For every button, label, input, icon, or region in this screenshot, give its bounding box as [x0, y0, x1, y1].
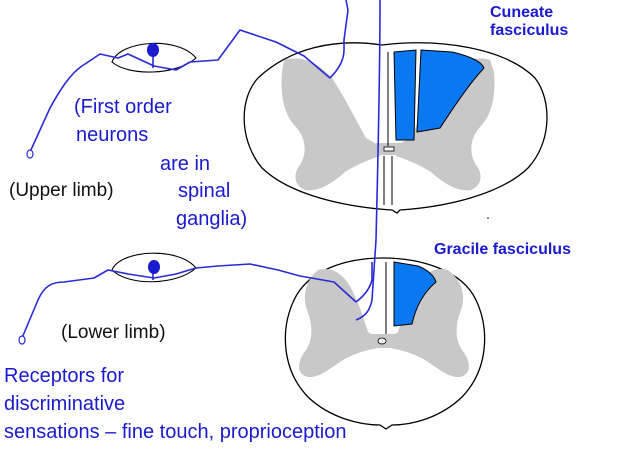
- upper-limb-label: (Upper limb): [9, 180, 114, 202]
- lower-cell-body: [148, 260, 160, 274]
- receptors-line2: discriminative: [4, 393, 125, 416]
- gracile-label: Gracile fasciculus: [434, 241, 571, 259]
- upper-gracile-tract: [394, 50, 416, 140]
- first-order-line1: (First order: [74, 96, 172, 119]
- first-order-line5: ganglia): [176, 208, 247, 231]
- receptors-line1: Receptors for: [4, 365, 124, 388]
- lower-receptor-ending: [19, 336, 25, 344]
- upper-cord-section: [244, 43, 547, 213]
- cuneate-label-line2: fasciculus: [490, 22, 568, 40]
- first-order-line2: neurons: [76, 124, 148, 147]
- receptors-line3: sensations – fine touch, proprioception: [4, 421, 346, 444]
- stray-dot: [487, 217, 489, 219]
- lower-limb-label: (Lower limb): [61, 322, 166, 344]
- upper-central-canal: [384, 147, 394, 151]
- lower-central-canal: [378, 338, 386, 344]
- upper-receptor-ending: [27, 150, 33, 158]
- first-order-line4: spinal: [178, 180, 230, 203]
- upper-cell-body: [147, 43, 159, 57]
- cuneate-label-line1: Cuneate: [490, 4, 553, 22]
- lower-cord-section: [285, 258, 484, 429]
- first-order-line3: are in: [160, 153, 210, 176]
